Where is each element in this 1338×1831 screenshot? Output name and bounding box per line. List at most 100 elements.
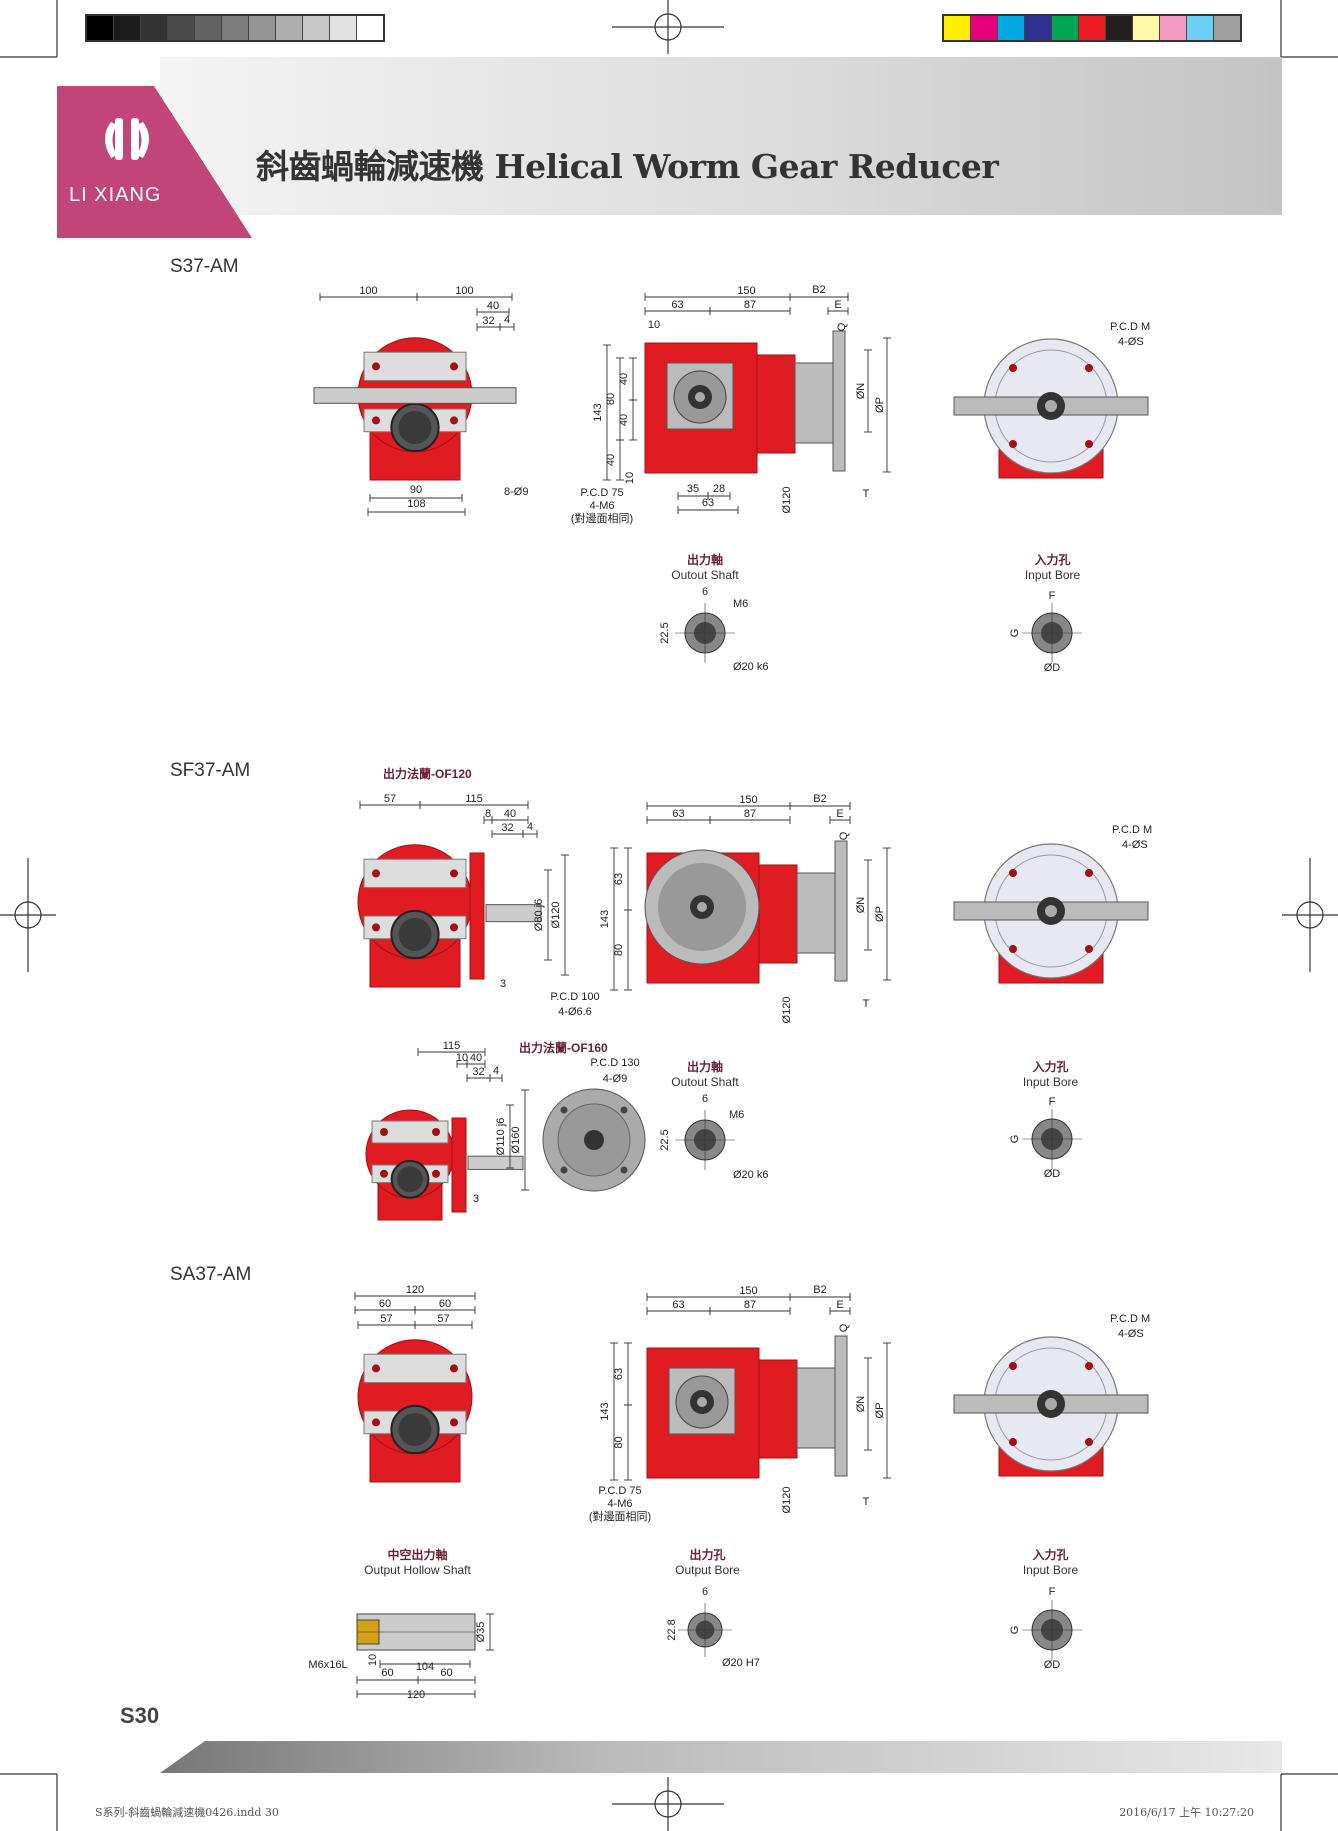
dimension-label: 40 [605,454,617,466]
caption-en: Outout Shaft [671,1075,739,1089]
caption-en: Input Bore [1024,568,1081,582]
dimension-label: Ø20 H7 [722,1657,760,1669]
caption-output-shaft-sf37: 出力軸 Outout Shaft [650,1060,760,1090]
dimension-label: M6x16L [308,1659,347,1671]
lixiang-logo: LI XIANG [57,86,252,238]
dimension-label: 4 [527,821,533,833]
bolt-hole [560,1106,568,1114]
bolt-hole [1009,869,1017,877]
dimension-label: 40 [618,373,630,385]
dimension-label: P.C.D M [1110,1313,1150,1325]
bolt-hole [620,1166,628,1174]
dimension-label: 150 [739,1285,757,1297]
bolt-hole [450,1418,458,1427]
dimension-label: 10 [456,1052,468,1064]
dimension-label: Q [838,1323,850,1332]
bolt-hole [1009,440,1017,448]
dimension-label: F [1049,1096,1056,1108]
dimension-label: 63 [672,1299,684,1311]
dimension-label: ØP [874,1403,886,1419]
dimension-label: 4-ØS [1122,839,1148,851]
caption-en: Output Bore [675,1563,740,1577]
motor-flange [834,1335,848,1477]
footer-timestamp: 2016/6/17 上午 10:27:20 [1119,1806,1254,1819]
dimension-label: 22.5 [659,1129,671,1150]
motor-flange [834,840,848,982]
dimension-label: 60 [440,1667,452,1679]
dimension-label: 143 [599,1402,611,1420]
input-bore-center [1045,905,1057,917]
dimension-label: 115 [443,1040,461,1052]
dimension-label: 57 [384,793,396,805]
color-swatch [357,16,383,40]
dimension-label: B2 [813,1284,826,1296]
dimension-label: 6 [702,586,708,598]
dimension-label: 150 [737,285,755,297]
output-bore-center [695,392,705,402]
dimension-label: (對邊面相同) [571,511,633,525]
dimension-label: (對邊面相同) [589,1509,651,1523]
header-band [160,57,1282,215]
dimension-label: Q [836,322,848,331]
bolt-hole [1085,1438,1093,1446]
dimension-label: 57 [380,1313,392,1325]
dimension-label: 4-ØS [1118,336,1144,348]
output-bore-center [697,1397,707,1407]
caption-cn: 出力軸 [686,1060,723,1074]
dimension-label: 143 [599,910,611,928]
page-title: 斜齒蝸輪減速機 Helical Worm Gear Reducer [256,147,999,186]
dimension-label: F [1049,1586,1056,1598]
bolt-hole [1085,440,1093,448]
dimension-label: ØN [855,1396,867,1413]
dimension-label: 108 [407,498,425,510]
dimension-label: ØP [874,906,886,922]
caption-en: Outout Shaft [671,568,739,582]
dimension-label: 63 [671,299,683,311]
model-label-s37: S37-AM [170,256,239,277]
dimension-label: ØD [1044,662,1061,674]
dimension-label: 80 [605,393,617,405]
bolt-hole [372,416,380,425]
dimension-label: ØD [1044,1168,1061,1180]
s37-motor-view: P.C.D M4-ØS [953,321,1150,479]
color-swatch [114,16,141,40]
caption-input-bore-s37: 入力孔 Input Bore [1000,553,1105,583]
caption-cn: 中空出力軸 [387,1548,448,1562]
color-swatch [195,16,222,40]
dimension-label: 4-ØS [1118,1328,1144,1340]
bolt-hole [1009,945,1017,953]
dimension-label: G [1009,629,1021,638]
bolt-hole [450,362,458,371]
dimension-label: 3 [473,1193,479,1205]
dimension-label: P.C.D 75 [580,487,623,499]
dimension-label: B2 [813,793,826,805]
dimension-label: 104 [416,1661,434,1673]
dimension-label: Ø120 [550,902,562,929]
dimension-label: P.C.D 130 [590,1057,639,1069]
bolt-hole [372,869,380,878]
output-bore-inner [398,917,432,951]
dimension-label: Ø160 [510,1127,522,1154]
dimension-label: 80 [613,1436,625,1448]
dimension-label: 40 [487,300,499,312]
caption-output-shaft-s37: 出力軸 Outout Shaft [650,553,760,583]
dimension-label: 4 [504,314,510,326]
color-swatch [249,16,276,40]
dimension-label: 87 [744,1299,756,1311]
caption-cn: 入力孔 [1032,1548,1069,1562]
housing-plate [363,858,467,889]
dimension-label: 40 [504,808,516,820]
dimension-label: 28 [713,483,725,495]
input-bore-center [1045,400,1057,412]
dimension-label: 10 [367,1654,379,1666]
caption-cn: 出力孔 [689,1548,726,1562]
color-swatch [330,16,357,40]
dimension-label: 63 [672,808,684,820]
bolt-hole [1085,869,1093,877]
housing-plate [363,1353,467,1384]
